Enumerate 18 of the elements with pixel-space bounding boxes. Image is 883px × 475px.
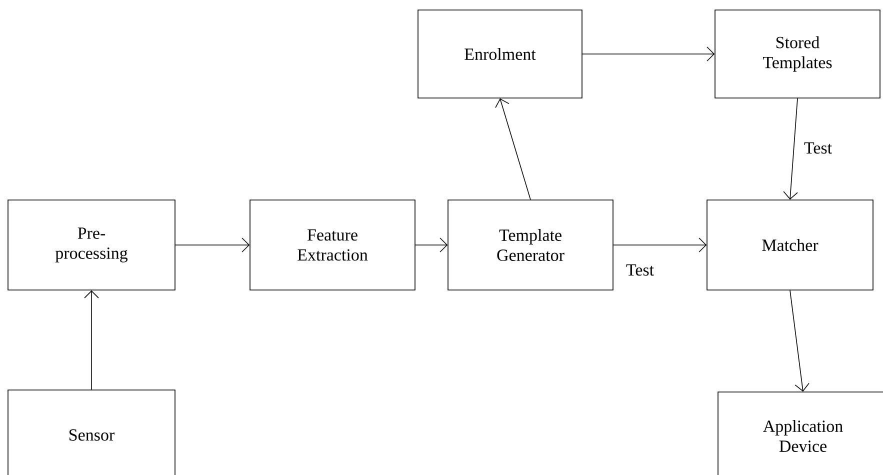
arrow [783, 98, 798, 200]
arrow [175, 238, 250, 252]
arrow [415, 238, 448, 252]
arrow [84, 290, 99, 390]
process-box: Sensor [8, 390, 176, 475]
arrow [790, 290, 810, 392]
process-box: Stored Templates [714, 10, 880, 98]
process-box: Enrolment [418, 10, 582, 98]
arrow [613, 238, 707, 252]
arrow [582, 46, 715, 62]
edge-label: Test [802, 141, 834, 155]
process-box: Feature Extraction [250, 200, 416, 290]
arrow [495, 98, 531, 200]
edge-label: Test [624, 263, 656, 277]
process-box: Matcher [706, 200, 874, 290]
process-box: Application Device [718, 392, 883, 475]
process-box: Template Generator [448, 200, 614, 290]
process-box: Pre-processing [8, 200, 176, 290]
